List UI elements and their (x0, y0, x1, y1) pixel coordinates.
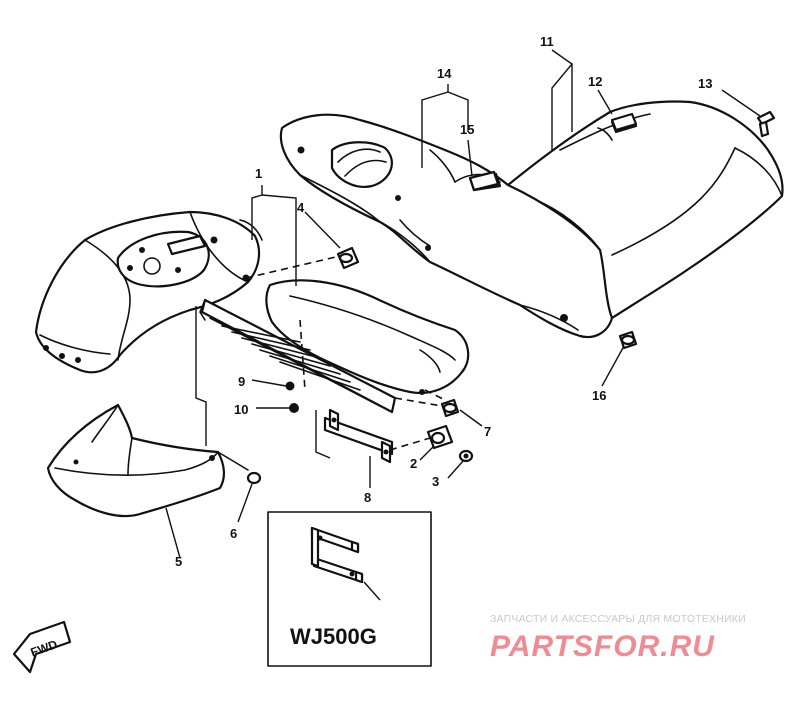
callout-4: 4 (297, 200, 305, 215)
fwd-arrow: FWD (12, 620, 72, 674)
callout-8: 8 (364, 490, 371, 505)
lower-cover (46, 403, 249, 518)
callout-12: 12 (588, 74, 602, 89)
callout-15: 15 (460, 122, 474, 137)
washer-part-9 (285, 381, 295, 391)
watermark-tagline: ЗАПЧАСТИ И АКСЕССУАРЫ ДЛЯ МОТОТЕХНИКИ (490, 613, 746, 625)
model-inset: WJ500G (267, 511, 432, 667)
bolt-part-13 (756, 110, 776, 126)
watermark: ЗАПЧАСТИ И АКСЕССУАРЫ ДЛЯ МОТОТЕХНИКИ PA… (490, 613, 746, 663)
handlebar-slot (166, 234, 207, 256)
callout-3: 3 (432, 474, 439, 489)
cap-part-12 (610, 112, 638, 132)
callout-1: 1 (255, 166, 262, 181)
rear-body-cover (279, 113, 614, 339)
callout-7: 7 (484, 424, 491, 439)
callout-16: 16 (592, 388, 606, 403)
callout-5: 5 (175, 554, 182, 569)
center-panel (265, 279, 470, 395)
rear-body-recess (330, 141, 393, 188)
callout-10: 10 (234, 402, 248, 417)
hardware (246, 110, 776, 485)
callout-13: 13 (698, 76, 712, 91)
model-label: WJ500G (290, 624, 377, 649)
front-hood (34, 210, 263, 374)
grommet-part-10 (289, 403, 299, 413)
callout-9: 9 (238, 374, 245, 389)
callout-2: 2 (410, 456, 417, 471)
watermark-logo: PARTSFOR.RU (490, 630, 715, 663)
callout-11: 11 (540, 34, 554, 49)
insert-part-15 (468, 170, 500, 192)
leader-lines (165, 49, 761, 559)
bracket (323, 408, 394, 464)
bolt-part-6 (246, 471, 262, 485)
assembly-lines (245, 255, 446, 451)
side-rail (199, 298, 397, 414)
callout-14: 14 (437, 66, 452, 81)
callout-6: 6 (230, 526, 237, 541)
